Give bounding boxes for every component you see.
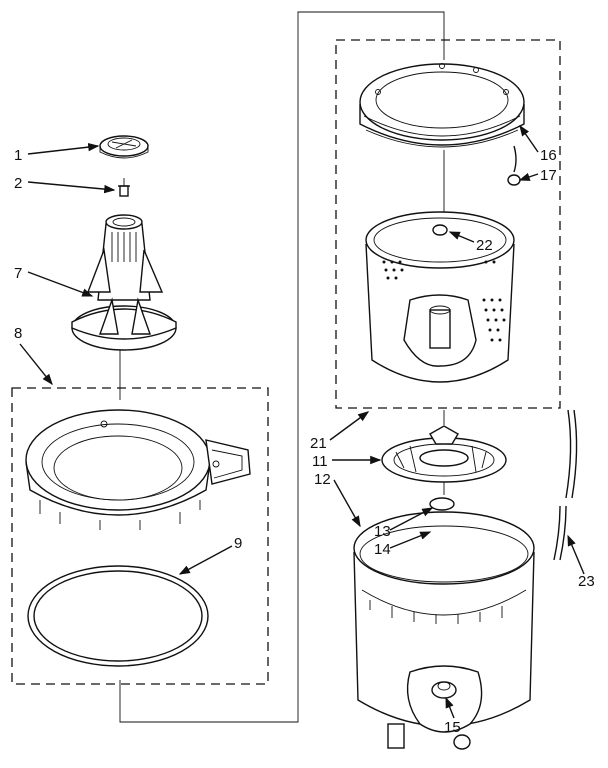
callout-17: 17 — [540, 167, 557, 184]
part-clip — [507, 145, 521, 186]
callout-21: 21 — [310, 435, 327, 452]
leader-lines — [19, 124, 585, 719]
callout-23: 23 — [578, 573, 595, 590]
callout-1: 1 — [14, 147, 22, 164]
callout-22: 22 — [476, 237, 493, 254]
callout-labels: 1 2 7 8 9 16 17 22 21 11 12 13 14 15 23 — [14, 147, 595, 736]
part-seal-hub — [381, 425, 507, 483]
callout-12: 12 — [314, 471, 331, 488]
callout-14: 14 — [374, 541, 391, 558]
part-balance-ring — [359, 63, 525, 148]
callout-13: 13 — [374, 523, 391, 540]
callout-16: 16 — [540, 147, 557, 164]
callout-11: 11 — [312, 453, 328, 470]
callout-9: 9 — [234, 535, 242, 552]
part-hose — [553, 409, 578, 561]
callout-2: 2 — [14, 175, 22, 192]
part-agitator — [71, 214, 177, 351]
part-ring-gasket — [27, 565, 209, 667]
part-wash-basket — [365, 211, 515, 383]
part-bolt — [118, 178, 130, 197]
callout-8: 8 — [14, 325, 22, 342]
callout-15: 15 — [444, 719, 461, 736]
group-box-21 — [335, 39, 561, 409]
group-box-8 — [11, 387, 269, 685]
callout-7: 7 — [14, 265, 22, 282]
part-tub-ring — [25, 409, 251, 530]
basket-perforations — [382, 260, 506, 342]
part-outer-tub — [353, 511, 535, 750]
part-agitator-cap — [99, 135, 149, 159]
